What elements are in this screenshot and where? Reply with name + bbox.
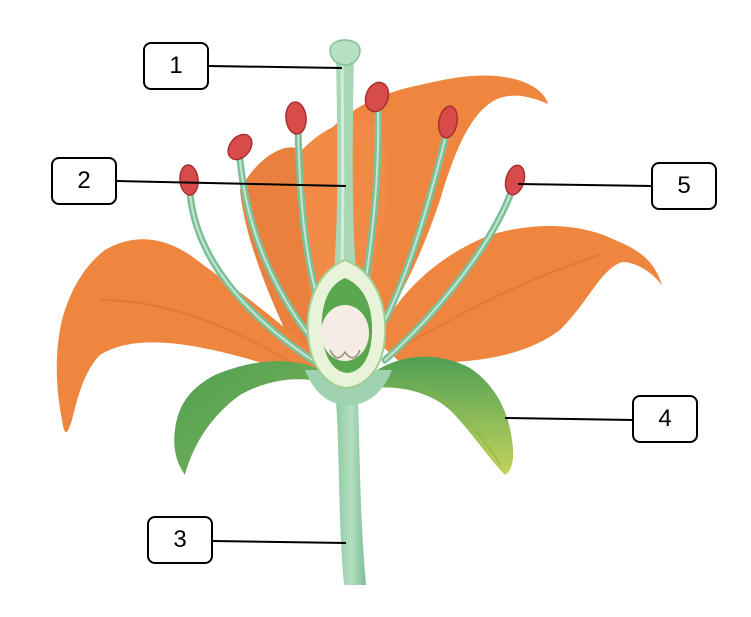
sepal-left: [174, 361, 330, 475]
label-5: 5: [651, 162, 717, 210]
leader-line-3: [212, 540, 347, 544]
label-3: 3: [147, 516, 213, 564]
label-2: 2: [51, 157, 117, 205]
pistil-style: [334, 60, 356, 270]
stigma: [329, 39, 361, 66]
leader-line-1: [208, 65, 343, 69]
leader-line-5: [517, 183, 653, 187]
leader-line-2: [116, 180, 347, 187]
stem: [336, 400, 366, 585]
sepal-right: [370, 356, 514, 475]
anthers: [179, 81, 526, 196]
label-4: 4: [632, 395, 698, 443]
petal-left: [56, 239, 320, 433]
label-1: 1: [143, 42, 209, 90]
petal-right: [375, 225, 662, 363]
ovule: [321, 305, 369, 361]
leader-lines: [116, 65, 653, 544]
leader-line-4: [504, 417, 634, 421]
